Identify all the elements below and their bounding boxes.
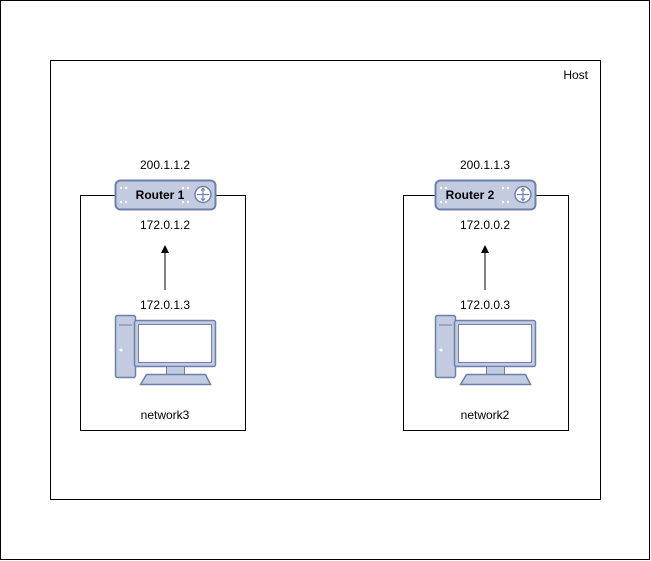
router-internal-ip: 172.0.1.2 [140,218,190,232]
router-external-ip: 200.1.1.2 [140,158,190,172]
router-icon[interactable]: Router 2 [434,179,537,211]
network-name: network2 [461,408,510,422]
router-label: Router 1 [136,188,185,202]
host-box [50,60,601,500]
host-label: Host [563,68,588,82]
router-icon[interactable]: Router 1 [114,179,217,211]
computer-ip: 172.0.0.3 [460,298,510,312]
computer-icon[interactable] [114,314,217,386]
computer-ip: 172.0.1.3 [140,298,190,312]
network-box [80,195,246,431]
computer-icon[interactable] [434,314,537,386]
router-label: Router 2 [446,188,495,202]
network-group-right: 200.1.1.3 Router 2 172.0.0.2 172.0.0.3 n… [403,158,569,431]
network-box [403,195,569,431]
network-group-left: 200.1.1.2 Router 1 172.0.1.2 172.0.1.3 n… [80,158,246,431]
network-name: network3 [141,408,190,422]
router-internal-ip: 172.0.0.2 [460,218,510,232]
router-external-ip: 200.1.1.3 [460,158,510,172]
